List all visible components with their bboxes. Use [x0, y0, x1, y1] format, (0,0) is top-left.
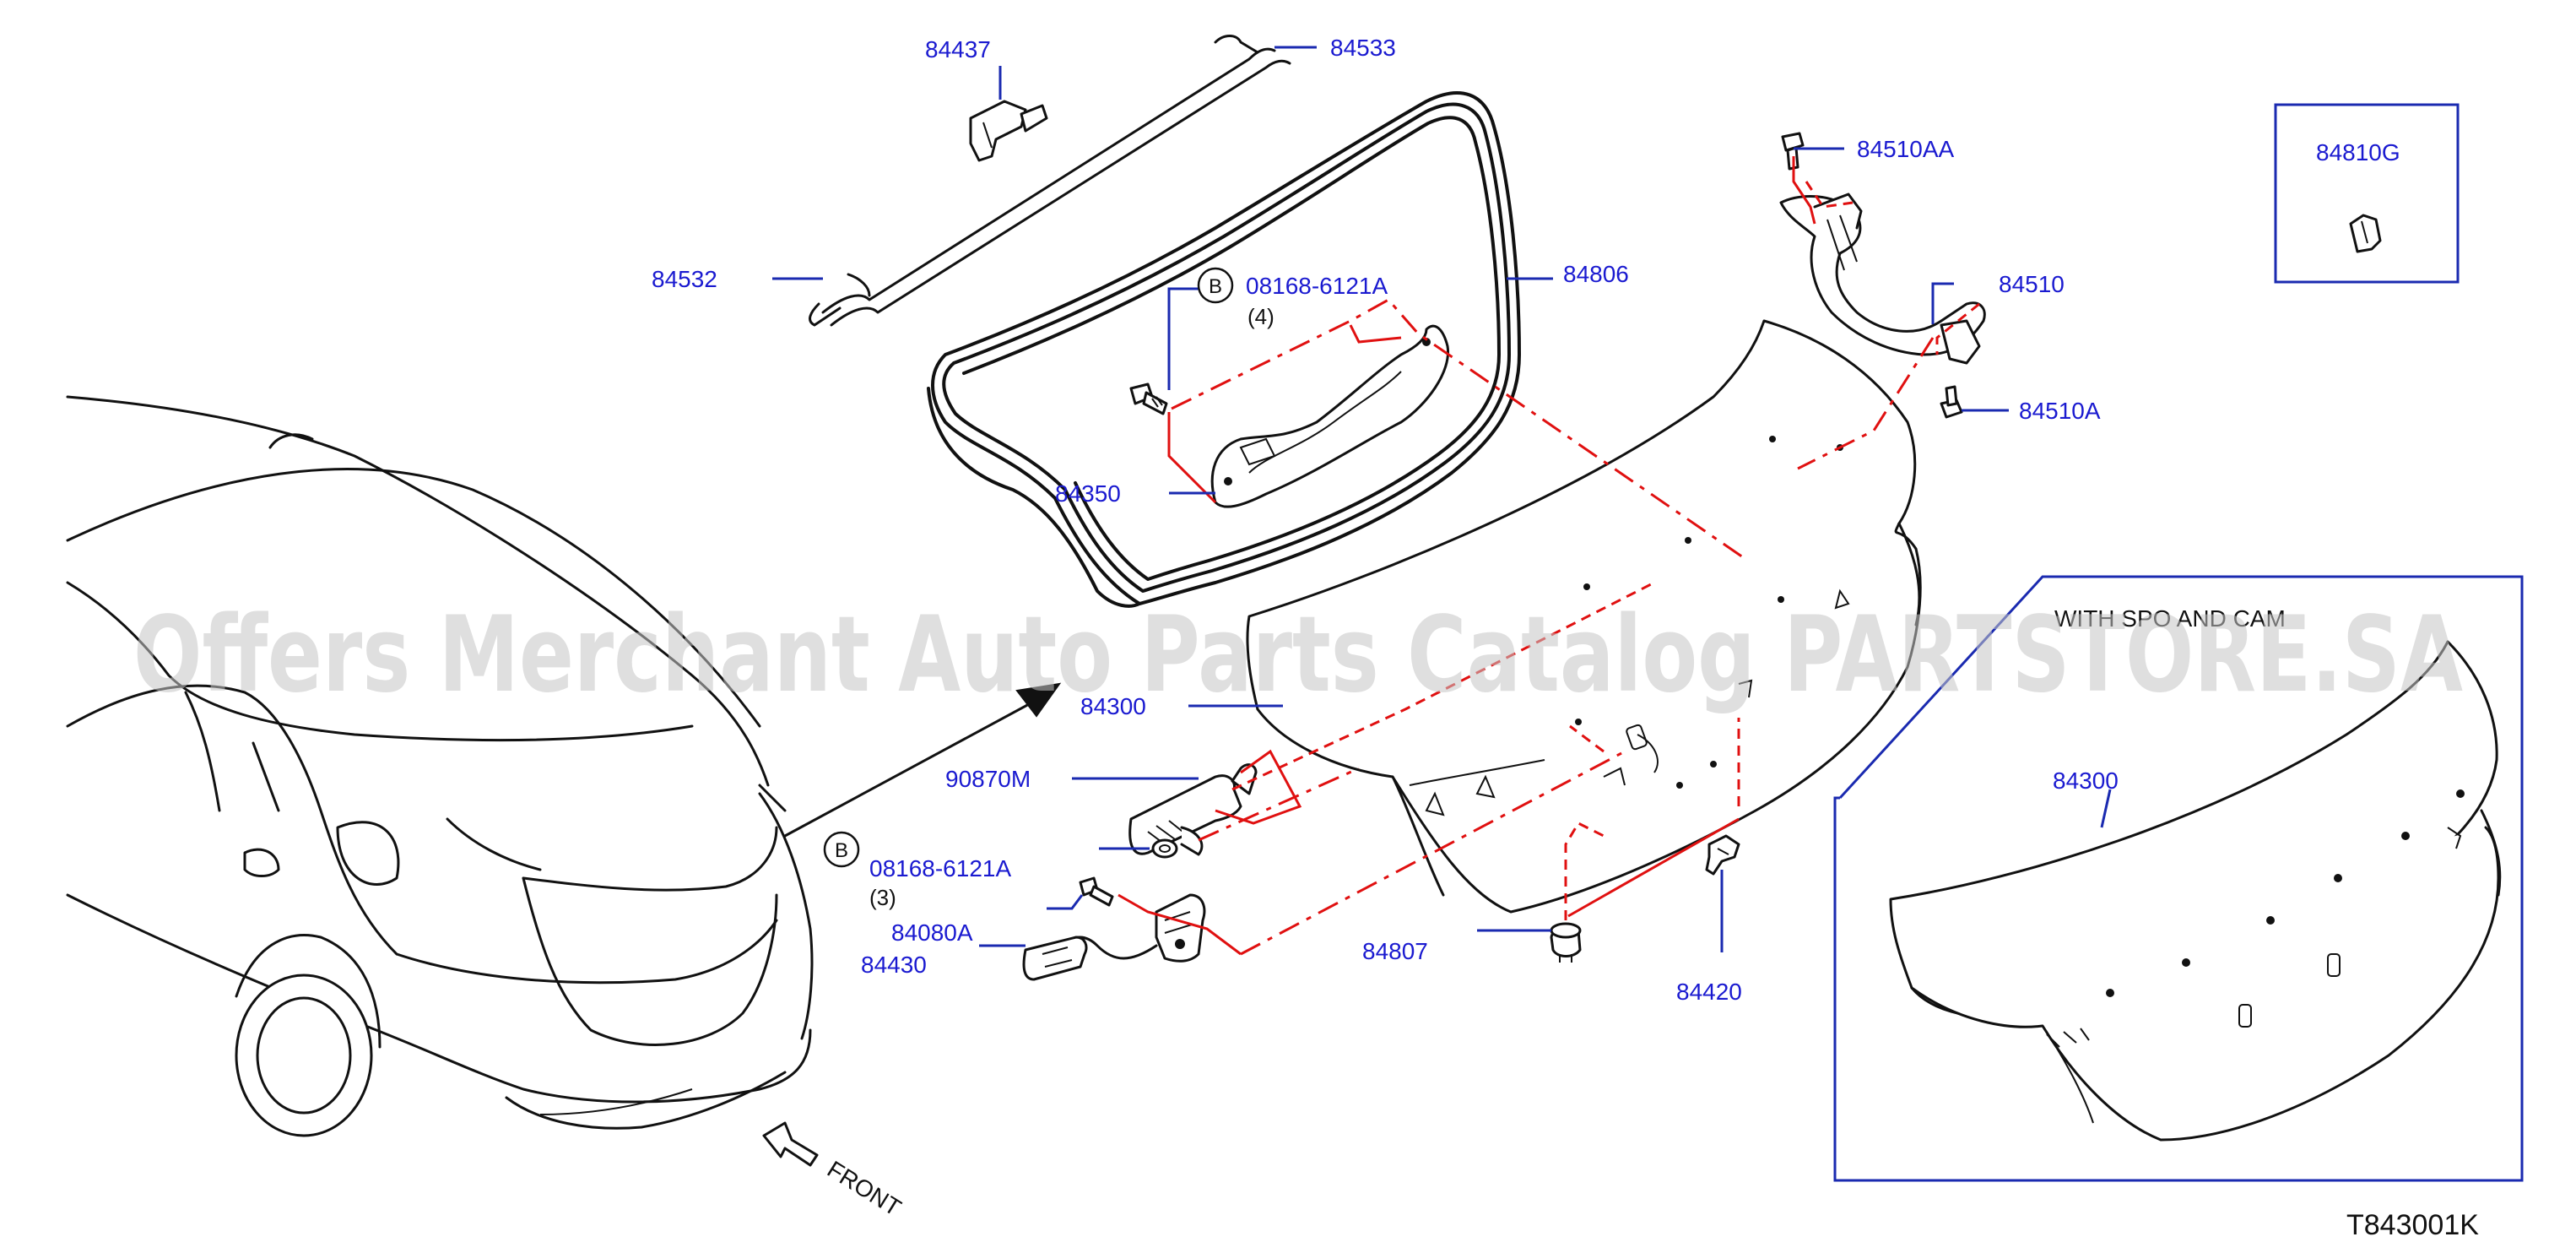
inset-with-spo-and-cam — [1833, 575, 2524, 1182]
trunk-lid-84300 — [1246, 319, 1922, 914]
front-label: FRONT — [823, 1156, 906, 1221]
bolt-08168-6121A-upper — [1129, 382, 1168, 415]
bolt-84510A — [1940, 385, 1963, 419]
label-84806: 84806 — [1563, 261, 1629, 287]
bolt-84510AA — [1781, 132, 1805, 171]
label-08168-6121A-lower: 08168-6121A — [869, 855, 1011, 881]
label-84350: 84350 — [1055, 480, 1121, 507]
qty-08168-lower: (3) — [869, 885, 896, 910]
label-84437: 84437 — [925, 36, 991, 62]
label-84533: 84533 — [1330, 35, 1396, 61]
label-84810G: 84810G — [2316, 139, 2400, 165]
label-84532: 84532 — [652, 266, 717, 292]
striker-84420 — [1705, 834, 1740, 876]
circle-b-upper: B — [1197, 267, 1234, 304]
assembly-guide-lines — [1118, 156, 1980, 956]
qty-08168-upper: (4) — [1247, 304, 1274, 329]
torsion-bars-84532-84533 — [809, 35, 1291, 327]
label-84807: 84807 — [1362, 938, 1428, 964]
inset-title: WITH SPO AND CAM — [2054, 605, 2286, 632]
circle-b-lower: B — [823, 831, 860, 868]
cable-connector-84430 — [1022, 936, 1088, 981]
label-84080A: 84080A — [891, 919, 973, 946]
label-84300: 84300 — [1080, 693, 1146, 719]
weatherstrip-84806 — [927, 91, 1521, 608]
label-84300-inset: 84300 — [2053, 768, 2119, 794]
watermark: Offers Merchant Auto Parts Catalog PARTS… — [133, 594, 2463, 716]
label-08168-6121A-upper: 08168-6121A — [1246, 273, 1388, 299]
nut-actuator — [1151, 838, 1178, 859]
label-84510AA: 84510AA — [1857, 136, 1955, 162]
bolt-84080A — [1079, 876, 1114, 907]
label-84430: 84430 — [861, 952, 927, 978]
reference-code: T843001K — [2346, 1209, 2479, 1241]
label-84510: 84510 — [1999, 271, 2065, 297]
circle-b-upper-letter: B — [1209, 275, 1222, 298]
latch-84430 — [1070, 893, 1206, 963]
label-84420: 84420 — [1676, 979, 1742, 1005]
circle-b-lower-letter: B — [835, 839, 848, 862]
finisher-84350 — [1210, 324, 1450, 508]
assembly-arrow — [783, 682, 1062, 838]
label-84510A: 84510A — [2019, 398, 2101, 424]
front-direction-arrow: FRONT — [762, 1121, 906, 1221]
leader-lines — [772, 46, 2112, 952]
label-90870M: 90870M — [945, 766, 1031, 792]
car-rear-illustration — [66, 395, 814, 1137]
box-84810G — [2274, 103, 2460, 284]
bumper-84807 — [1550, 922, 1582, 963]
clip-84437 — [969, 100, 1048, 162]
